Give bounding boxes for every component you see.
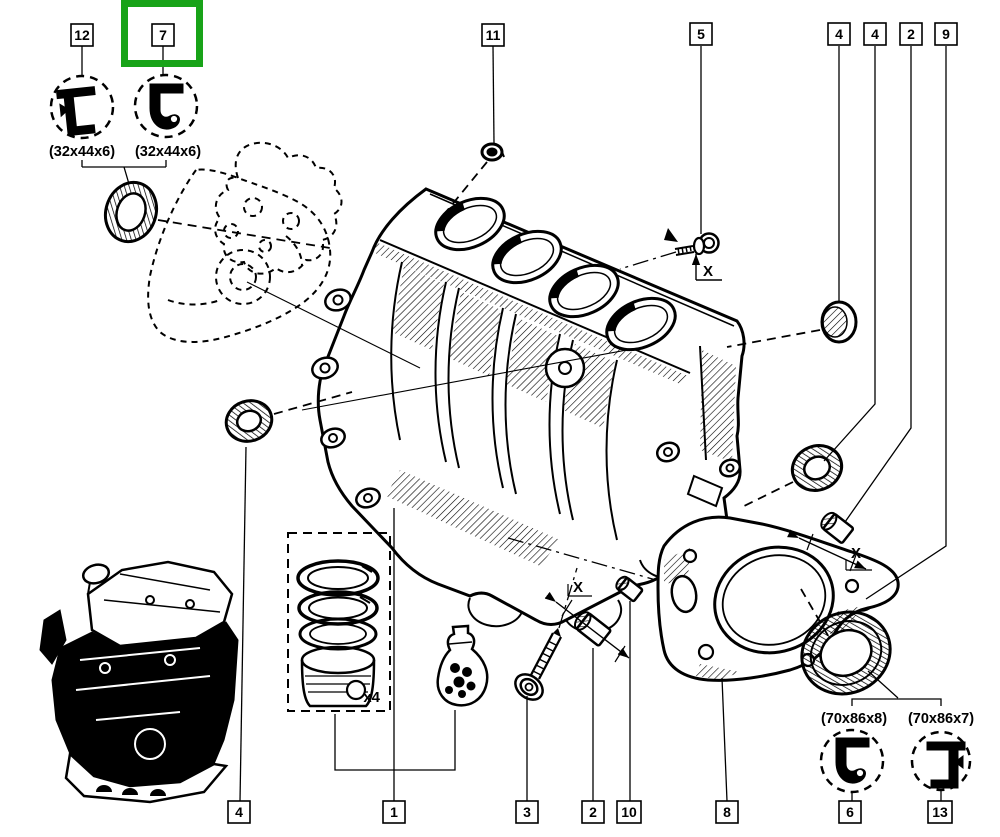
piston-ring-set: x4 <box>287 532 391 712</box>
x-dimension-label: X <box>573 579 583 596</box>
piston-quantity-label: x4 <box>363 689 380 706</box>
callout-bottom-4[interactable]: 4 <box>227 800 251 824</box>
x-dimension-label: X <box>851 545 861 562</box>
seal-icon-6 <box>819 728 885 794</box>
x-dimension-label: X <box>703 263 713 280</box>
seal-dimension-label-12: (32x44x6) <box>49 144 115 160</box>
seal-icon-13 <box>910 730 972 792</box>
callout-top-11[interactable]: 11 <box>481 23 505 47</box>
cylinder-bore <box>491 229 563 285</box>
cylinder-bore <box>605 296 677 352</box>
callout-bottom-2[interactable]: 2 <box>581 800 605 824</box>
dimension-marker-dowel-top: X <box>787 529 872 572</box>
callout-bottom-13[interactable]: 13 <box>927 800 953 824</box>
callout-number: 4 <box>835 26 843 42</box>
hardware-bag <box>436 624 489 707</box>
timing-cover-art <box>147 141 343 343</box>
seal-dimension-label-7: (32x44x6) <box>135 144 201 160</box>
callout-top-5[interactable]: 5 <box>689 22 713 46</box>
callout-top-4b[interactable]: 4 <box>863 22 887 46</box>
callout-bottom-8[interactable]: 8 <box>715 800 739 824</box>
seal-dimension-label-13: (70x86x7) <box>908 711 974 727</box>
seal-icon-12 <box>49 74 115 140</box>
bolt-5-part <box>664 228 720 256</box>
callout-number: 3 <box>523 804 531 820</box>
callout-number: 4 <box>871 26 879 42</box>
callout-number: 2 <box>589 804 597 820</box>
callout-bottom-10[interactable]: 10 <box>616 800 642 824</box>
callout-number: 12 <box>74 27 90 43</box>
callout-top-7[interactable]: 7 <box>151 23 175 47</box>
callout-number: 1 <box>390 804 398 820</box>
camshaft-bearing-left <box>224 399 274 443</box>
core-plug-part <box>820 300 858 344</box>
selected-callout-highlight <box>121 0 203 67</box>
callout-bottom-6[interactable]: 6 <box>838 800 862 824</box>
bolt-3-part <box>514 628 563 701</box>
callout-number: 4 <box>235 804 243 820</box>
assembled-engine-thumbnail <box>39 560 239 804</box>
callout-number: 6 <box>846 804 854 820</box>
callout-bottom-3[interactable]: 3 <box>515 800 539 824</box>
callout-number: 8 <box>723 804 731 820</box>
engine-block-art <box>246 187 746 634</box>
dowel-pin-top <box>820 511 855 544</box>
callout-number: 11 <box>486 27 501 43</box>
callout-number: 13 <box>932 804 948 820</box>
cylinder-bore <box>434 196 506 252</box>
seal-dimension-label-6: (70x86x8) <box>821 711 887 727</box>
crank-rear-seal-ring <box>800 610 892 696</box>
assembly-dashed-lines <box>157 161 831 640</box>
crank-front-seal-ring <box>103 180 159 244</box>
callout-top-4a[interactable]: 4 <box>827 22 851 46</box>
callout-number: 10 <box>621 804 637 820</box>
callout-top-2[interactable]: 2 <box>899 22 923 46</box>
callout-number: 5 <box>697 26 705 42</box>
callout-number: 7 <box>159 27 167 43</box>
cylinder-bore <box>548 263 620 319</box>
callout-top-9[interactable]: 9 <box>934 22 958 46</box>
seal-icon-7 <box>133 73 199 139</box>
dimension-marker-bolt5: X <box>691 254 722 281</box>
callout-top-12[interactable]: 12 <box>70 23 94 47</box>
dimension-marker-dowel-bottom: X <box>544 579 630 663</box>
callout-bottom-1[interactable]: 1 <box>382 800 406 824</box>
oil-gallery-plug <box>480 142 505 162</box>
callout-number: 2 <box>907 26 915 42</box>
callout-number: 9 <box>942 26 950 42</box>
camshaft-bearing-right <box>790 444 844 492</box>
